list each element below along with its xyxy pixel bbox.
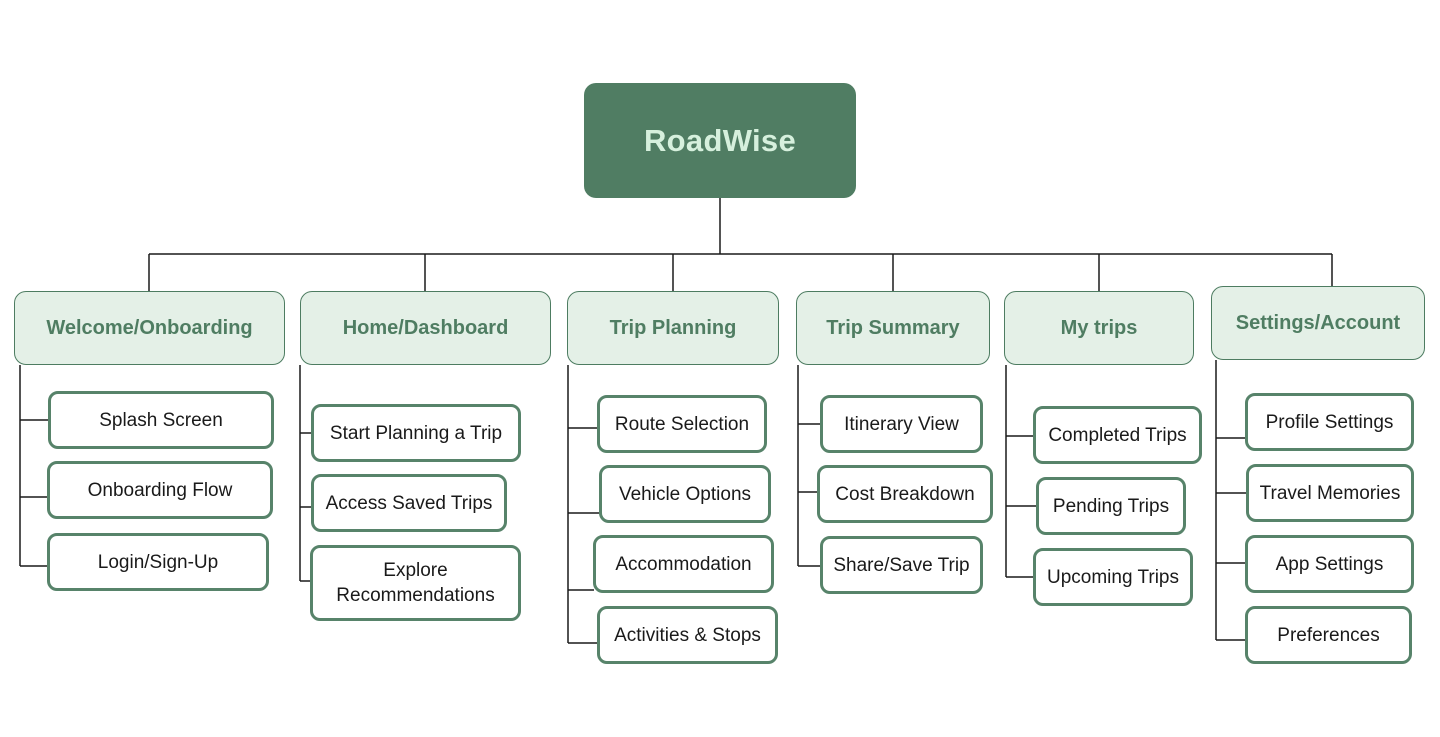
category-my-trips: My trips <box>1004 291 1194 365</box>
node-travel-memories: Travel Memories <box>1246 464 1414 522</box>
root-label: RoadWise <box>644 122 796 158</box>
category-label: Settings/Account <box>1235 311 1401 334</box>
node-route-selection: Route Selection <box>597 395 767 453</box>
category-label: Welcome/Onboarding <box>46 316 253 339</box>
node-access-saved-trips: Access Saved Trips <box>311 474 507 532</box>
node-label: Start Planning a Trip <box>329 422 503 444</box>
node-pending-trips: Pending Trips <box>1036 477 1186 535</box>
node-label: Cost Breakdown <box>835 483 975 505</box>
node-label: Splash Screen <box>99 409 223 431</box>
node-onboarding-flow: Onboarding Flow <box>47 461 273 519</box>
node-accommodation: Accommodation <box>593 535 774 593</box>
node-profile-settings: Profile Settings <box>1245 393 1414 451</box>
node-label: Access Saved Trips <box>325 492 493 514</box>
category-home-dashboard: Home/Dashboard <box>300 291 551 365</box>
category-welcome-onboarding: Welcome/Onboarding <box>14 291 285 365</box>
node-login-sign-up: Login/Sign-Up <box>47 533 269 591</box>
node-label: Login/Sign-Up <box>97 551 219 573</box>
node-label: Accommodation <box>615 553 752 575</box>
node-cost-breakdown: Cost Breakdown <box>817 465 993 523</box>
node-label: Upcoming Trips <box>1047 566 1179 588</box>
category-label: Home/Dashboard <box>342 316 509 339</box>
category-settings-account: Settings/Account <box>1211 286 1425 360</box>
category-trip-summary: Trip Summary <box>796 291 990 365</box>
node-label: Profile Settings <box>1265 411 1394 433</box>
category-label: My trips <box>1060 316 1138 339</box>
category-label: Trip Planning <box>609 316 737 339</box>
node-share-save-trip: Share/Save Trip <box>820 536 983 594</box>
node-label: Preferences <box>1277 624 1380 646</box>
node-preferences: Preferences <box>1245 606 1412 664</box>
node-label: Onboarding Flow <box>87 479 233 501</box>
category-label: Trip Summary <box>826 316 960 339</box>
node-label: Travel Memories <box>1259 482 1401 504</box>
node-label: Activities & Stops <box>614 624 761 646</box>
root-node: RoadWise <box>584 83 856 198</box>
node-explore-recommendations: Explore Recommendations <box>310 545 521 621</box>
node-completed-trips: Completed Trips <box>1033 406 1202 464</box>
node-label: Explore Recommendations <box>336 560 495 606</box>
node-upcoming-trips: Upcoming Trips <box>1033 548 1193 606</box>
node-activities-stops: Activities & Stops <box>597 606 778 664</box>
node-label: Itinerary View <box>844 413 959 435</box>
node-itinerary-view: Itinerary View <box>820 395 983 453</box>
node-splash-screen: Splash Screen <box>48 391 274 449</box>
node-label: Pending Trips <box>1052 495 1170 517</box>
node-vehicle-options: Vehicle Options <box>599 465 771 523</box>
node-label: App Settings <box>1275 553 1384 575</box>
node-label: Share/Save Trip <box>833 554 970 576</box>
node-label: Vehicle Options <box>618 483 752 505</box>
node-start-planning-a-trip: Start Planning a Trip <box>311 404 521 462</box>
node-label: Route Selection <box>614 413 750 435</box>
node-label: Completed Trips <box>1048 424 1187 446</box>
category-trip-planning: Trip Planning <box>567 291 779 365</box>
node-app-settings: App Settings <box>1245 535 1414 593</box>
